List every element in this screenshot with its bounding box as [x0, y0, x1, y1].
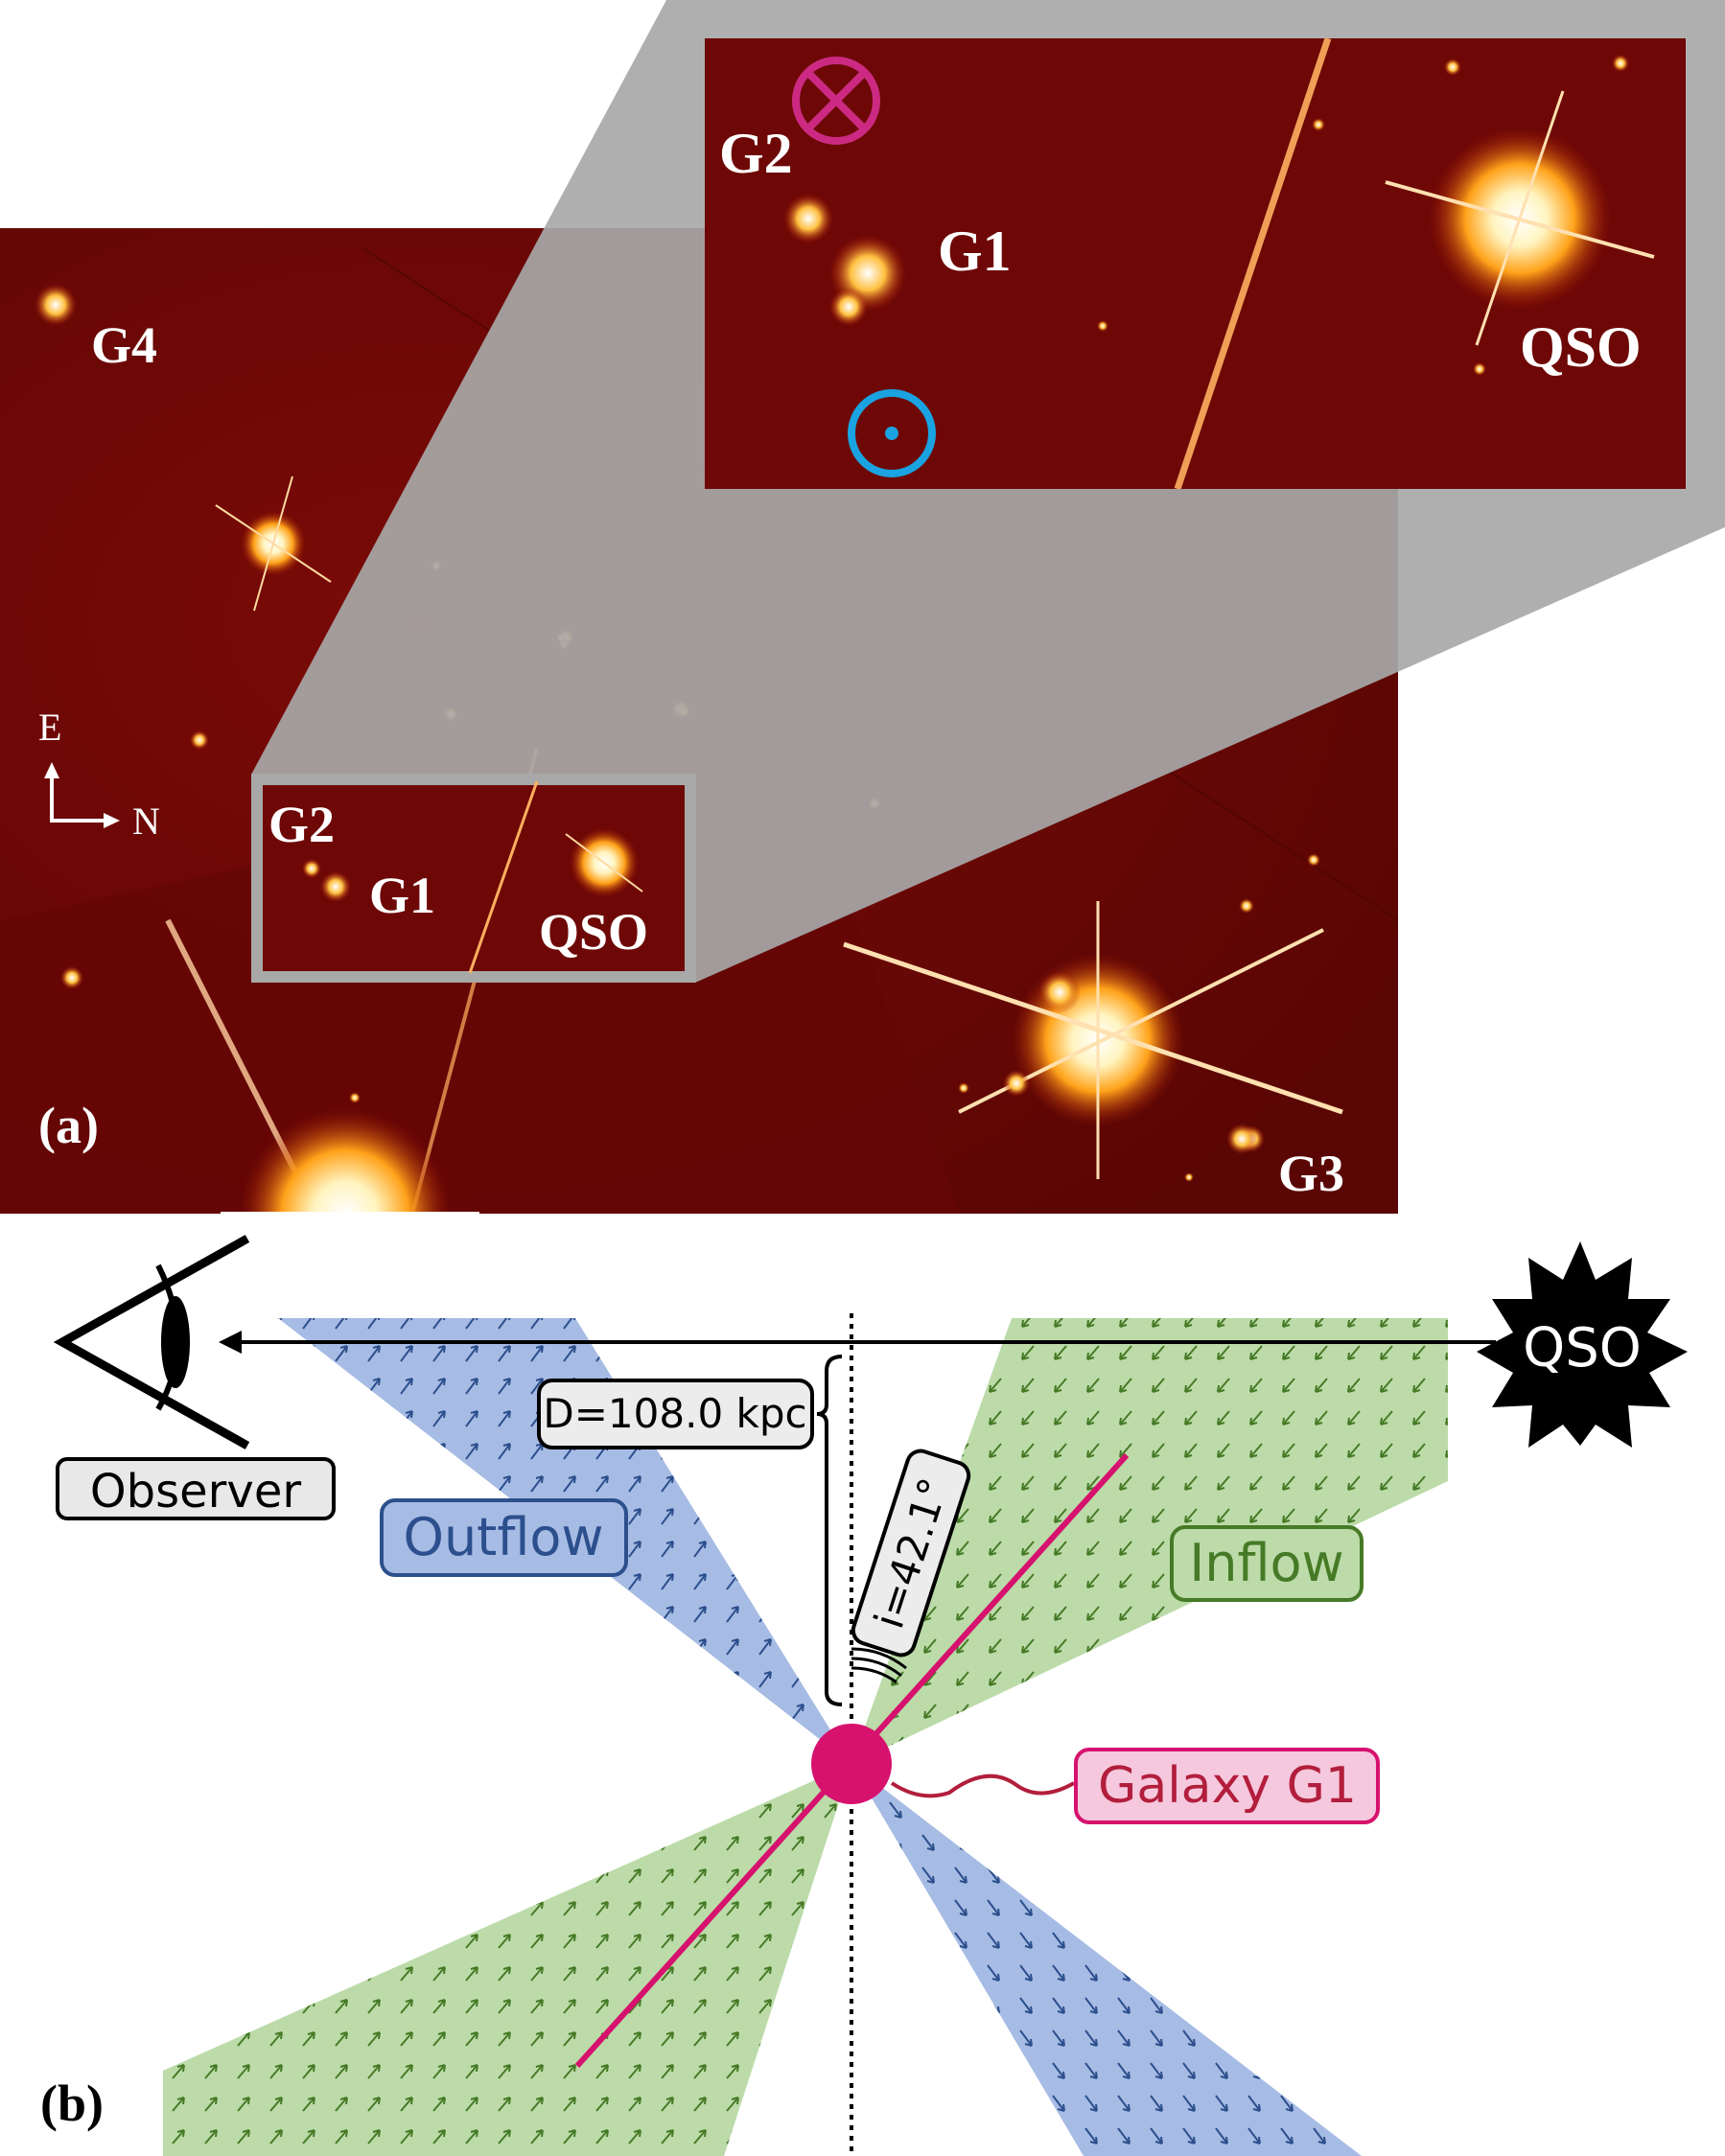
out-of-page-marker-icon [848, 389, 936, 477]
panel-a-label: (a) [38, 1097, 99, 1154]
observer-label: Observer [90, 1465, 301, 1518]
zoom-window-frame [251, 774, 696, 983]
galaxy-g1-marker [811, 1724, 892, 1804]
label-g4: G4 [91, 316, 157, 374]
outflow-label-box [380, 1498, 628, 1577]
compass-icon [44, 762, 120, 828]
compass-east-label: E [38, 706, 61, 749]
label-g2: G2 [268, 796, 335, 853]
inset-label-g1: G1 [938, 220, 1012, 283]
compass-north-label: N [132, 800, 160, 843]
inflow-label-box [1170, 1525, 1364, 1602]
inflow-label: Inflow [1189, 1533, 1343, 1593]
inset-image: G2 G1 QSO [705, 38, 1686, 489]
panel-b: Observer QSO D=108.0 kpc i=42.1° Outflow… [40, 1235, 1688, 2156]
panel-a: G2 G1 QSO G4 G2 G1 QSO G3 (a) E N [0, 0, 1725, 1214]
inset-label-g2: G2 [719, 122, 793, 185]
inset-label-qso: QSO [1520, 315, 1642, 379]
label-g1: G1 [369, 867, 435, 924]
distance-label-box [537, 1379, 814, 1449]
galaxy-label: Galaxy G1 [1098, 1757, 1357, 1815]
outflow-label: Outflow [403, 1507, 603, 1567]
eye-icon [53, 1235, 250, 1449]
panel-b-label: (b) [40, 2075, 104, 2132]
label-g3: G3 [1278, 1145, 1344, 1202]
qso-label: QSO [1523, 1317, 1642, 1379]
into-page-marker-icon [792, 57, 880, 145]
observer-label-box [56, 1457, 336, 1520]
distance-label: D=108.0 kpc [543, 1390, 806, 1437]
qso-star-icon [1477, 1241, 1688, 1448]
galaxy-label-box [1074, 1748, 1380, 1824]
distance-bracket [816, 1355, 843, 1706]
label-qso: QSO [539, 903, 648, 961]
inclination-label-box [851, 1449, 971, 1658]
